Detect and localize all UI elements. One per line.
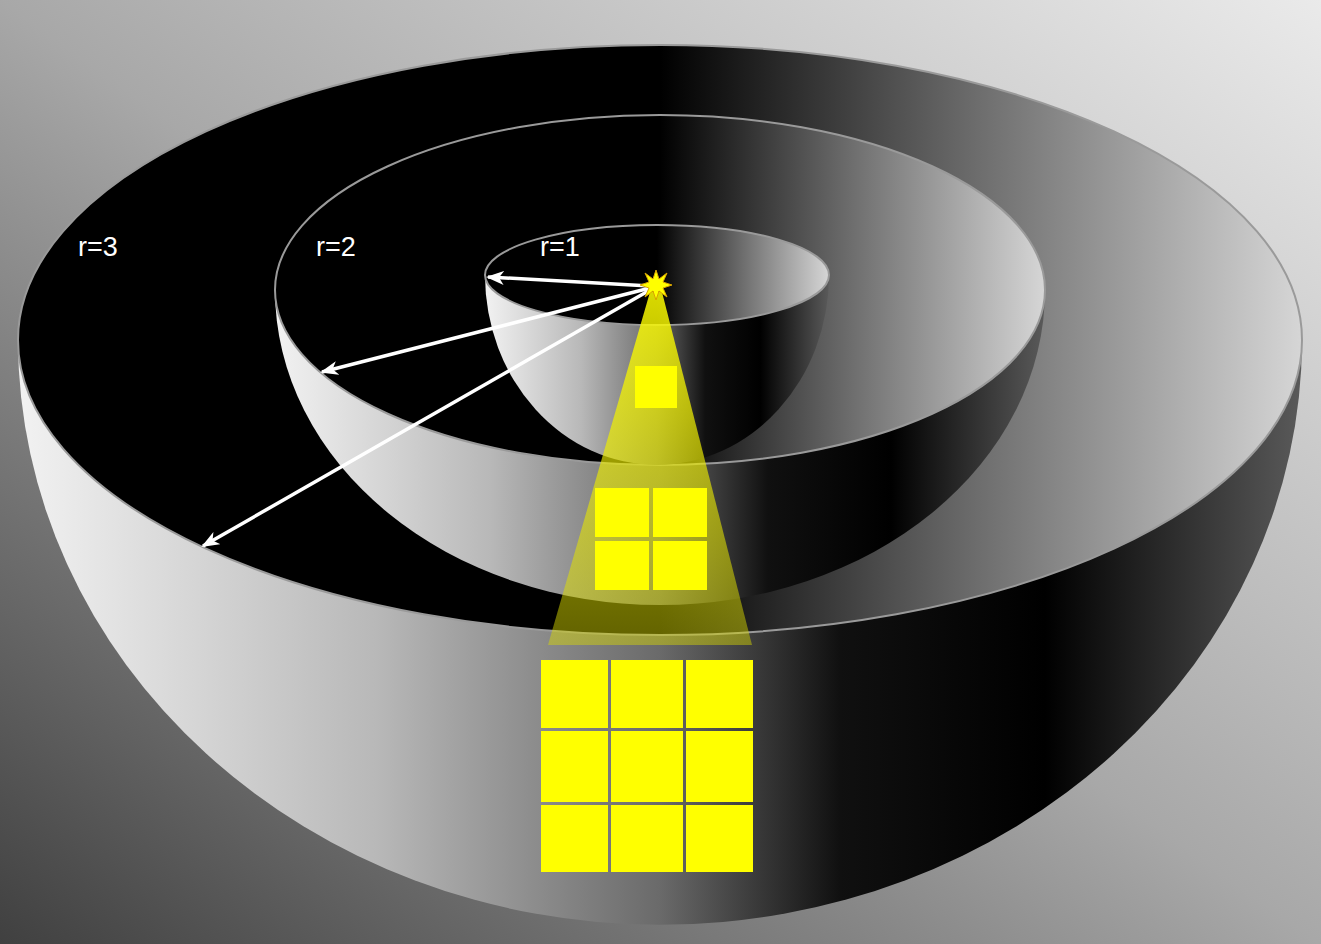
radius-arrows: [203, 277, 650, 546]
area-grid: [541, 660, 753, 872]
point-source: [640, 270, 672, 300]
area-square: [635, 366, 677, 408]
area-square: [595, 541, 649, 590]
area-square: [611, 731, 683, 802]
radius-arrow: [322, 288, 650, 372]
radius-label: r=2: [316, 234, 356, 261]
radius-label: r=1: [540, 234, 580, 261]
area-square: [653, 488, 707, 537]
area-square: [541, 660, 608, 728]
area-square: [541, 805, 608, 872]
area-square: [686, 731, 753, 802]
area-square: [686, 660, 753, 728]
area-square: [686, 805, 753, 872]
area-square: [653, 541, 707, 590]
area-square: [611, 805, 683, 872]
area-square: [541, 731, 608, 802]
area-square: [595, 488, 649, 537]
radius-arrow: [488, 277, 650, 286]
radius-arrow: [203, 290, 650, 546]
light-cone: [548, 292, 752, 645]
area-square: [611, 660, 683, 728]
radius-label: r=3: [78, 234, 118, 261]
area-grid: [595, 488, 707, 590]
